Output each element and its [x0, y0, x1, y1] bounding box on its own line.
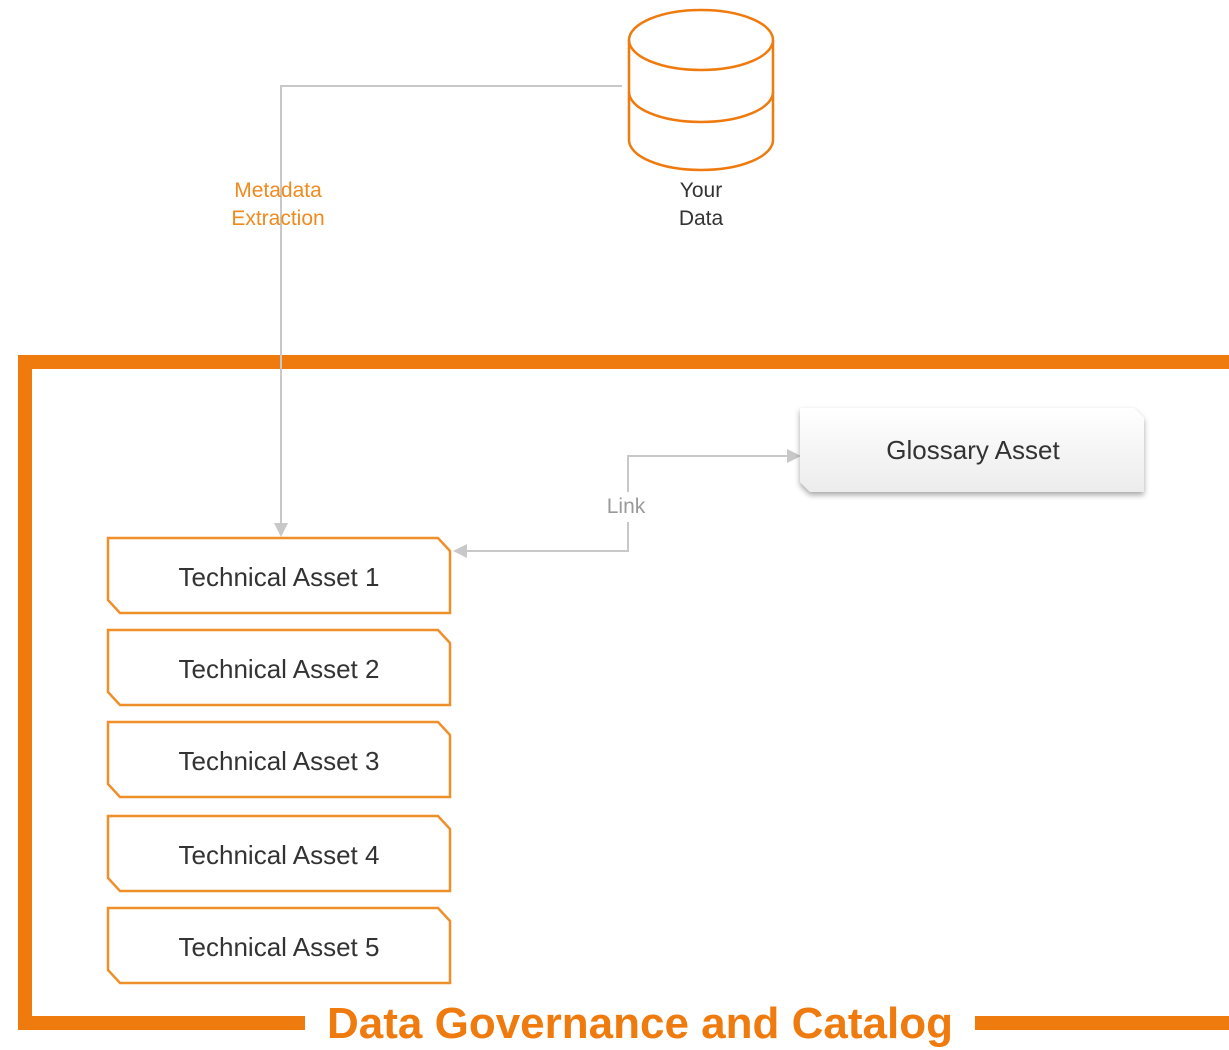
- metadata-extraction-label-line1: Metadata: [234, 179, 322, 202]
- technical-asset-5-label: Technical Asset 5: [178, 932, 380, 962]
- technical-asset-box-4[interactable]: [106, 814, 452, 893]
- your-data-label: Your Data: [640, 177, 762, 233]
- technical-asset-2-label: Technical Asset 2: [178, 654, 380, 684]
- technical-asset-box-3[interactable]: [106, 720, 452, 799]
- technical-asset-1-label: Technical Asset 1: [178, 562, 380, 592]
- link-label: Link: [586, 492, 666, 522]
- link-arrowhead-left: [453, 544, 467, 558]
- glossary-asset-box[interactable]: [800, 408, 1144, 492]
- database-icon: [627, 8, 775, 172]
- your-data-label-line2: Data: [678, 207, 724, 230]
- technical-asset-box-1[interactable]: [106, 536, 452, 615]
- metadata-extraction-label-line2: Extraction: [231, 207, 325, 230]
- your-data-label-line1: Your: [679, 179, 723, 202]
- technical-asset-boxes: [106, 536, 452, 985]
- technical-asset-4-label: Technical Asset 4: [178, 840, 380, 870]
- technical-asset-3-label: Technical Asset 3: [178, 746, 380, 776]
- technical-asset-box-2[interactable]: [106, 628, 452, 707]
- metadata-extraction-connector: [280, 85, 622, 526]
- metadata-extraction-label: Metadata Extraction: [208, 177, 348, 233]
- link-arrowhead-right: [787, 449, 801, 463]
- technical-asset-box-5[interactable]: [106, 906, 452, 985]
- glossary-asset-label: Glossary Asset: [886, 435, 1060, 465]
- catalog-title: Data Governance and Catalog: [305, 998, 975, 1050]
- metadata-extraction-arrowhead: [274, 523, 288, 537]
